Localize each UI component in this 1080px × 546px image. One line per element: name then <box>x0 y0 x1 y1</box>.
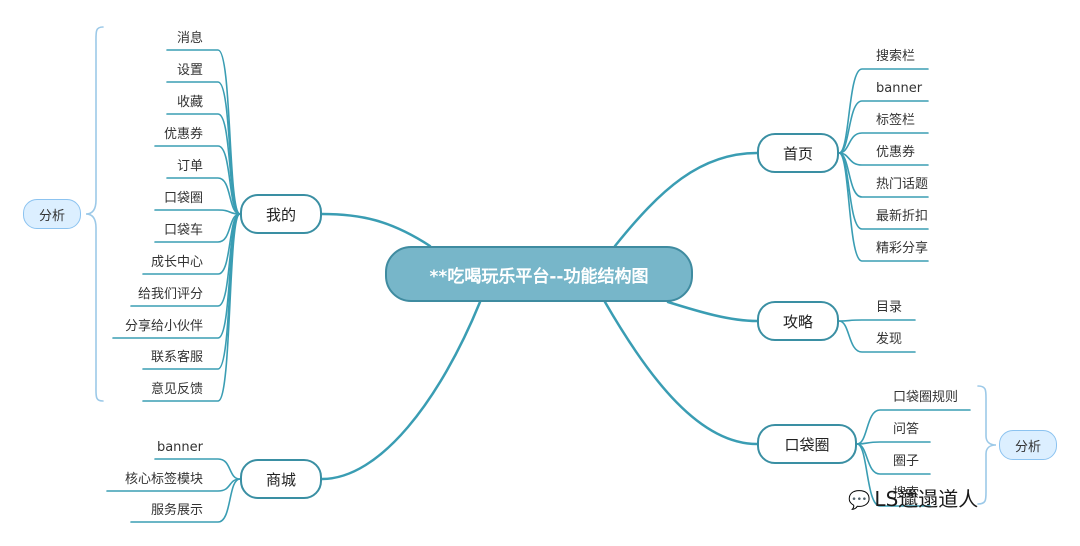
connector-mine-2 <box>166 113 241 215</box>
mine-item-orders[interactable]: 订单 <box>176 159 203 174</box>
mall-item-banner[interactable]: banner <box>156 440 203 455</box>
center-topic[interactable]: **吃喝玩乐平台--功能结构图 <box>385 246 693 302</box>
analysis-tag-left[interactable]: 分析 <box>23 199 81 229</box>
connector-mall-0 <box>154 458 241 480</box>
mine-item-settings[interactable]: 设置 <box>176 63 203 78</box>
mine-item-rate-us[interactable]: 给我们评分 <box>137 287 203 302</box>
guide-item-discover[interactable]: 发现 <box>876 332 903 347</box>
guide-item-catalog[interactable]: 目录 <box>876 300 903 315</box>
branch-mall[interactable]: 商城 <box>240 459 322 499</box>
home-item-hot-topics[interactable]: 热门话题 <box>876 177 929 192</box>
mall-item-core-tags[interactable]: 核心标签模块 <box>124 472 203 487</box>
mine-item-feedback[interactable]: 意见反馈 <box>150 382 203 397</box>
connector-mine-11 <box>142 213 241 402</box>
connector-center-mall <box>320 300 482 481</box>
watermark: 💬LS邋遢道人 <box>848 483 978 512</box>
connector-home-1 <box>838 100 929 154</box>
connector-mine-3 <box>154 145 241 215</box>
connector-home-6 <box>838 152 929 262</box>
connector-center-mine <box>320 212 432 248</box>
connector-mine-5 <box>154 209 241 215</box>
connector-mine-4 <box>166 177 241 215</box>
mine-item-contact-service[interactable]: 联系客服 <box>150 350 203 365</box>
connector-home-0 <box>838 68 929 154</box>
pocket-item-search[interactable]: 搜索 <box>893 486 920 501</box>
branch-mine[interactable]: 我的 <box>240 194 322 234</box>
home-item-coupon[interactable]: 优惠券 <box>876 145 916 160</box>
connector-guide-1 <box>838 320 916 353</box>
mine-item-share-friends[interactable]: 分享给小伙伴 <box>124 319 203 334</box>
connector-home-2 <box>838 132 929 154</box>
mine-item-favorites[interactable]: 收藏 <box>176 95 203 110</box>
connector-pocket-1 <box>856 441 931 445</box>
analysis-bracket-right <box>977 385 997 505</box>
mine-item-pocket-circle[interactable]: 口袋圈 <box>163 191 203 206</box>
mine-item-pocket-cart[interactable]: 口袋车 <box>163 223 203 238</box>
home-item-tag-bar[interactable]: 标签栏 <box>876 113 916 128</box>
home-item-shares[interactable]: 精彩分享 <box>876 241 929 256</box>
connector-mall-2 <box>130 478 241 523</box>
branch-pocket[interactable]: 口袋圈 <box>757 424 857 464</box>
branch-home[interactable]: 首页 <box>757 133 839 173</box>
connector-guide-0 <box>838 319 916 322</box>
analysis-tag-right[interactable]: 分析 <box>999 430 1057 460</box>
connector-pocket-3 <box>856 443 931 507</box>
mine-item-growth-center[interactable]: 成长中心 <box>150 255 203 270</box>
connector-center-guide <box>666 300 759 323</box>
home-item-discounts[interactable]: 最新折扣 <box>876 209 929 224</box>
pocket-item-circles[interactable]: 圈子 <box>893 454 920 469</box>
mine-item-coupons[interactable]: 优惠券 <box>163 127 203 142</box>
connector-center-pocket <box>603 300 759 446</box>
analysis-bracket-left <box>85 26 104 402</box>
mine-item-messages[interactable]: 消息 <box>176 31 203 46</box>
branch-guide[interactable]: 攻略 <box>757 301 839 341</box>
chat-bubble-icon: 💬 <box>848 490 871 511</box>
connector-pocket-0 <box>856 409 971 445</box>
watermark-text: LS邋遢道人 <box>874 487 979 511</box>
home-item-banner[interactable]: banner <box>876 81 923 96</box>
pocket-item-rules[interactable]: 口袋圈规则 <box>893 390 959 405</box>
home-item-search-bar[interactable]: 搜索栏 <box>876 49 916 64</box>
mall-item-services[interactable]: 服务展示 <box>150 503 203 518</box>
pocket-item-qa[interactable]: 问答 <box>893 422 920 437</box>
connector-center-home <box>613 151 759 248</box>
